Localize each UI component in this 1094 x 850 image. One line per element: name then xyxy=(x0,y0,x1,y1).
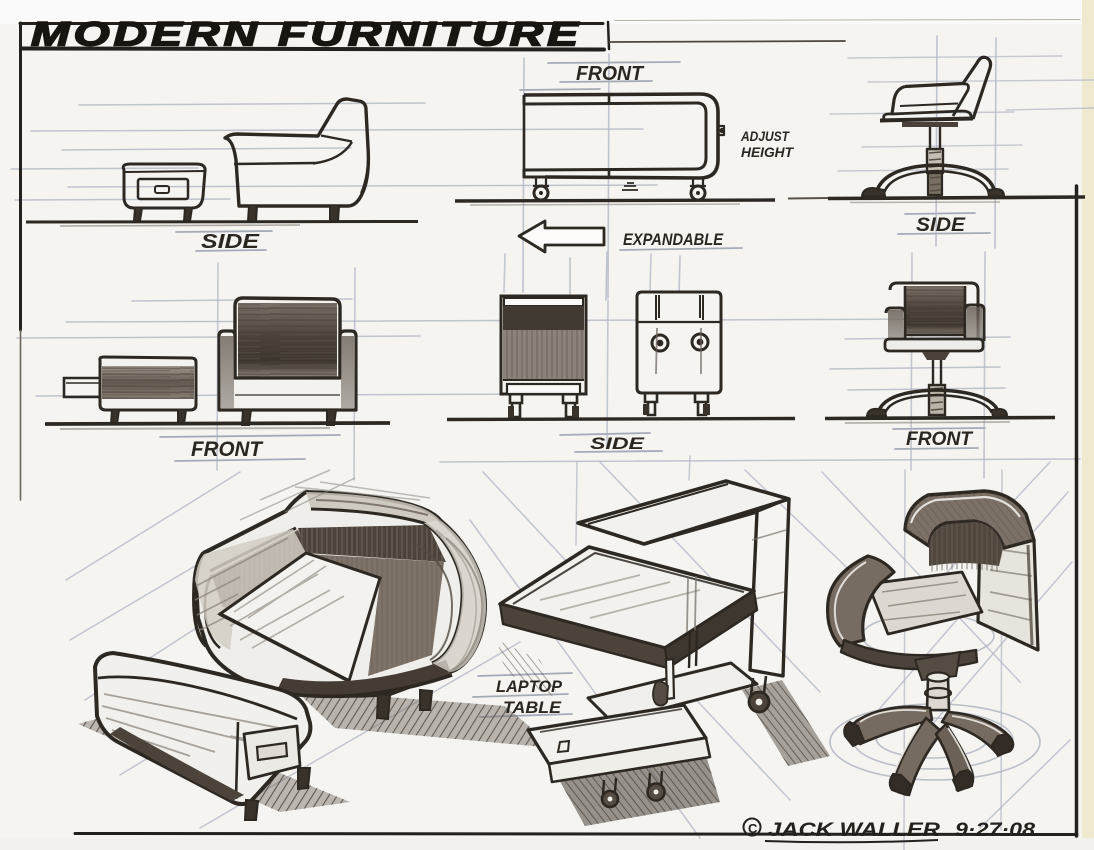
svg-text:FRONT: FRONT xyxy=(191,438,264,461)
svg-text:LAPTOP: LAPTOP xyxy=(496,677,563,696)
svg-text:SIDE: SIDE xyxy=(916,215,966,236)
svg-text:EXPANDABLE: EXPANDABLE xyxy=(623,230,724,249)
svg-text:FRONT: FRONT xyxy=(576,63,645,85)
svg-text:TABLE: TABLE xyxy=(503,698,562,717)
svg-text:MODERN FURNITURE: MODERN FURNITURE xyxy=(31,16,582,54)
svg-text:SIDE: SIDE xyxy=(201,231,260,253)
svg-text:C: C xyxy=(748,821,758,836)
svg-text:SIDE: SIDE xyxy=(590,434,645,453)
svg-text:JACK WALLER: JACK WALLER xyxy=(768,820,940,841)
svg-text:ADJUST: ADJUST xyxy=(740,128,790,144)
svg-text:FRONT: FRONT xyxy=(906,429,973,450)
svg-text:HEIGHT: HEIGHT xyxy=(741,144,794,160)
svg-text:9·27·08: 9·27·08 xyxy=(955,820,1036,841)
